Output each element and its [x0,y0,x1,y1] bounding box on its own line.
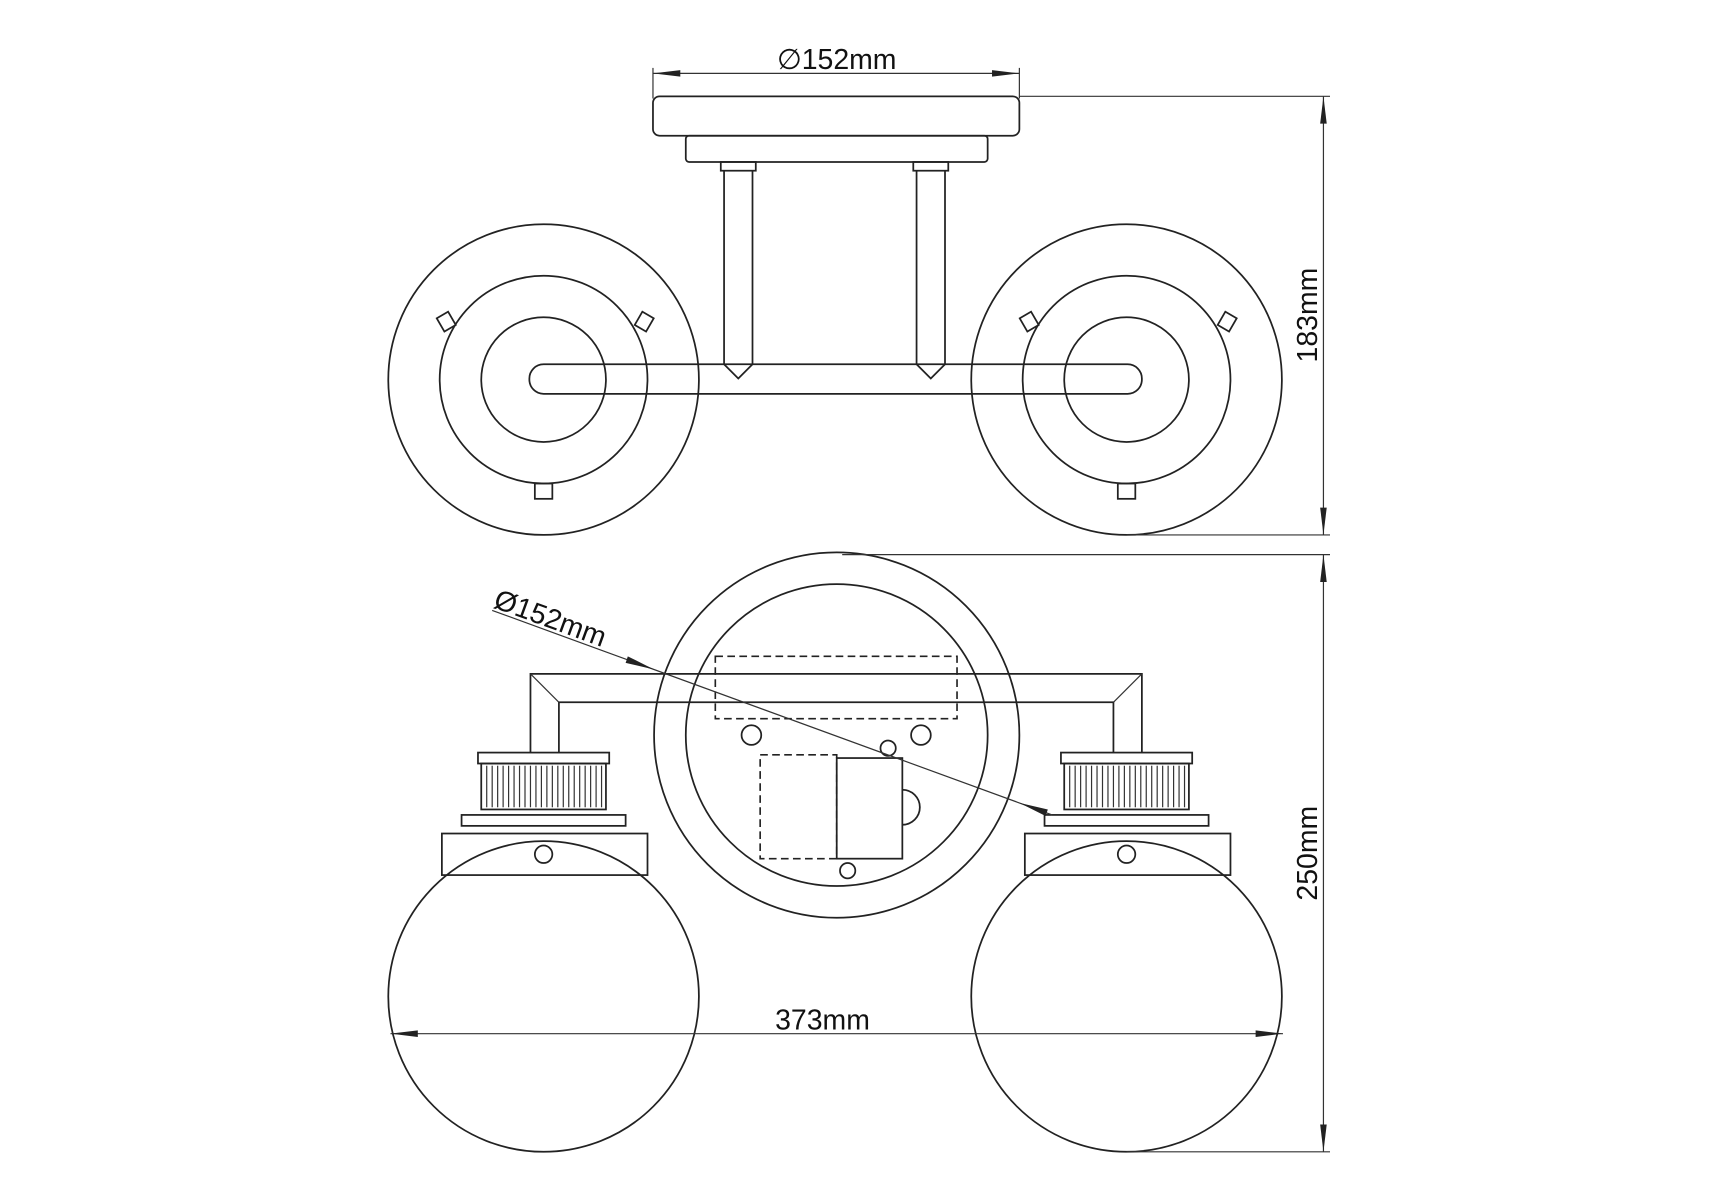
height-top-label: 183mm [1292,268,1324,363]
stem-right [912,161,950,380]
globe-top-right [970,223,1283,536]
canopy-diameter-front-label: Ø152mm [490,584,611,654]
collar-ribs [1069,765,1186,808]
arm-bar [528,363,1143,395]
canopy-inner [684,583,989,887]
screw-icon [1116,482,1137,500]
screw-icon [1018,310,1040,333]
canopy-diagonal-dimension [491,609,1053,816]
lamp-right [970,751,1283,1153]
canopy-outer [653,551,1021,919]
globe-top-left [387,223,700,536]
screw-icon [533,482,554,500]
canopy-plate [652,95,1021,137]
front-view: Ø152mm 373mm 250mm [387,551,1330,1153]
canopy-base [684,134,989,163]
stem-left [719,161,757,380]
screw-icon [633,310,655,333]
screw-icon [1216,310,1238,333]
top-view: ∅152mm [387,44,1330,536]
width-label: 373mm [775,1004,870,1036]
collar-ribs [486,765,603,808]
screw-icon [435,310,457,333]
height-front-label: 250mm [1292,806,1324,901]
lamp-left [387,751,700,1153]
canopy-diameter-label: ∅152mm [777,44,897,76]
